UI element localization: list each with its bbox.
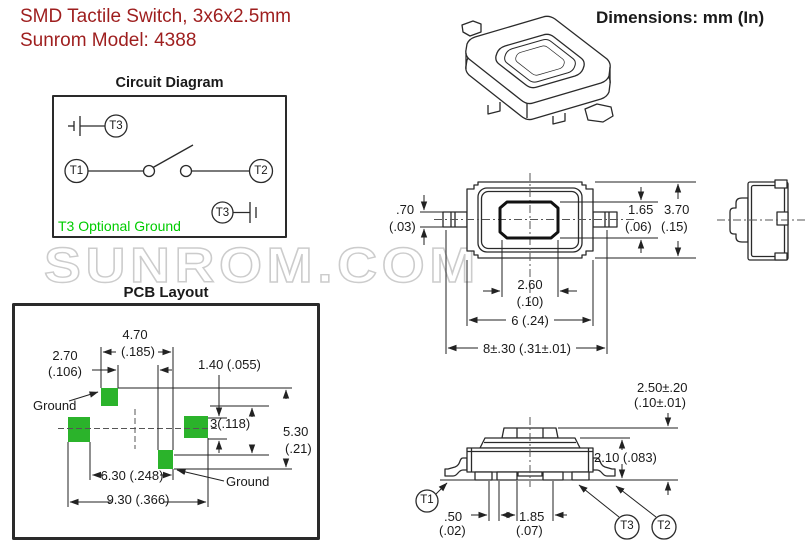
iso-lead-left — [461, 20, 482, 37]
dim-9-30-label: 9.30 (.366) — [106, 492, 170, 507]
switch-contact-right — [179, 164, 193, 178]
dim-body-h-mm-label: 3.70 — [664, 202, 690, 217]
dim-overall-w-label: 8±.30 (.31±.01) — [483, 341, 571, 356]
terminal-t3-callout-circle — [614, 514, 640, 540]
dim-6-30-label: 6.30 (.248) — [100, 468, 164, 483]
page-title: SMD Tactile Switch, 3x6x2.5mm — [20, 6, 292, 27]
dim-3-label: 3(.118) — [210, 416, 251, 431]
units-note: Dimensions: mm (In) — [596, 8, 765, 27]
dim-body-height-label: 2.10 (.083) — [594, 450, 657, 465]
pcb-pad-ground-top — [101, 388, 118, 406]
pcb-layout-drawing — [12, 303, 320, 540]
dim-actuator-h-in-label: (.06) — [625, 219, 652, 234]
terminal-t2-callout-label: T2 — [657, 520, 671, 532]
ground-top-arrow — [68, 391, 99, 402]
dim-actuator-h-mm-label: 1.65 — [628, 202, 654, 217]
dim-actuator-w-mm-label: 2.60 — [517, 277, 543, 292]
top-view-drawing — [420, 173, 696, 354]
dim-1-40-label: 1.40 (.055) — [198, 357, 261, 372]
ground-bottom-arrow — [176, 468, 225, 482]
terminal-t3-bottom-label: T3 — [215, 206, 230, 219]
pcb-pad-t1 — [68, 417, 90, 442]
terminal-t3-top-circle — [104, 114, 128, 138]
dim-overall-h-mm-label: 2.50±.20 — [637, 380, 688, 395]
dim-actuator-w-in-label: (.10) — [516, 294, 544, 309]
dim-4-70-in-label: (.185) — [121, 344, 155, 359]
terminal-t2-label: T2 — [254, 164, 268, 177]
iso-lead-right — [584, 103, 614, 123]
dim-2-70-in-label: (.106) — [48, 364, 82, 379]
dim-5-30-in-label: (.21) — [285, 441, 312, 456]
pcb-pad-t2 — [184, 416, 208, 438]
switch-contact-left — [142, 164, 156, 178]
dim-pitch-mm-label: 1.85 — [519, 509, 545, 524]
pcb-pad-ground-bottom — [158, 450, 173, 469]
terminal-t3-top-label: T3 — [109, 119, 123, 132]
dim-pitch-in-label: (.07) — [516, 523, 543, 538]
front-lead-left — [444, 457, 468, 477]
terminal-t1-label: T1 — [69, 164, 84, 177]
terminal-t2-circle — [248, 158, 274, 184]
dim-body-w-label: 6 (.24) — [511, 313, 549, 328]
dim-lead-in-label: (.03) — [389, 219, 416, 234]
circuit-diagram — [52, 95, 287, 238]
isometric-view — [461, 15, 614, 125]
dim-5-30-mm-label: 5.30 — [283, 424, 309, 439]
terminal-t3-callout-label: T3 — [620, 520, 634, 532]
dim-lead-w-in-label: (.02) — [439, 523, 466, 538]
optional-ground-note: T3 Optional Ground — [58, 218, 181, 234]
dim-2-70-mm-label: 2.70 — [52, 348, 78, 363]
top-view-actuator — [498, 200, 560, 240]
dim-lead-w-mm-label: .50 — [444, 509, 463, 524]
terminal-t2-callout-circle — [651, 514, 677, 540]
ground-top-label: Ground — [33, 398, 77, 413]
pcb-layout-heading: PCB Layout — [123, 284, 209, 301]
terminal-t1-callout-label: T1 — [420, 494, 434, 506]
dim-4-70-mm-label: 4.70 — [122, 327, 148, 342]
ground-bottom-label: Ground — [226, 474, 270, 489]
dim-body-h-in-label: (.15) — [661, 219, 688, 234]
circuit-diagram-heading: Circuit Diagram — [115, 75, 224, 91]
switch-arm — [152, 144, 194, 169]
terminal-t1-callout-circle — [415, 489, 439, 513]
sunrom-watermark: SUNROM.COM — [43, 238, 480, 293]
dim-overall-h-in-label: (.10±.01) — [634, 395, 686, 410]
dim-lead-mm-label: .70 — [396, 202, 415, 217]
front-view-drawing — [415, 413, 678, 540]
model-subtitle: Sunrom Model: 4388 — [20, 30, 197, 51]
front-lead-right — [592, 457, 616, 477]
side-view-drawing — [717, 179, 806, 261]
